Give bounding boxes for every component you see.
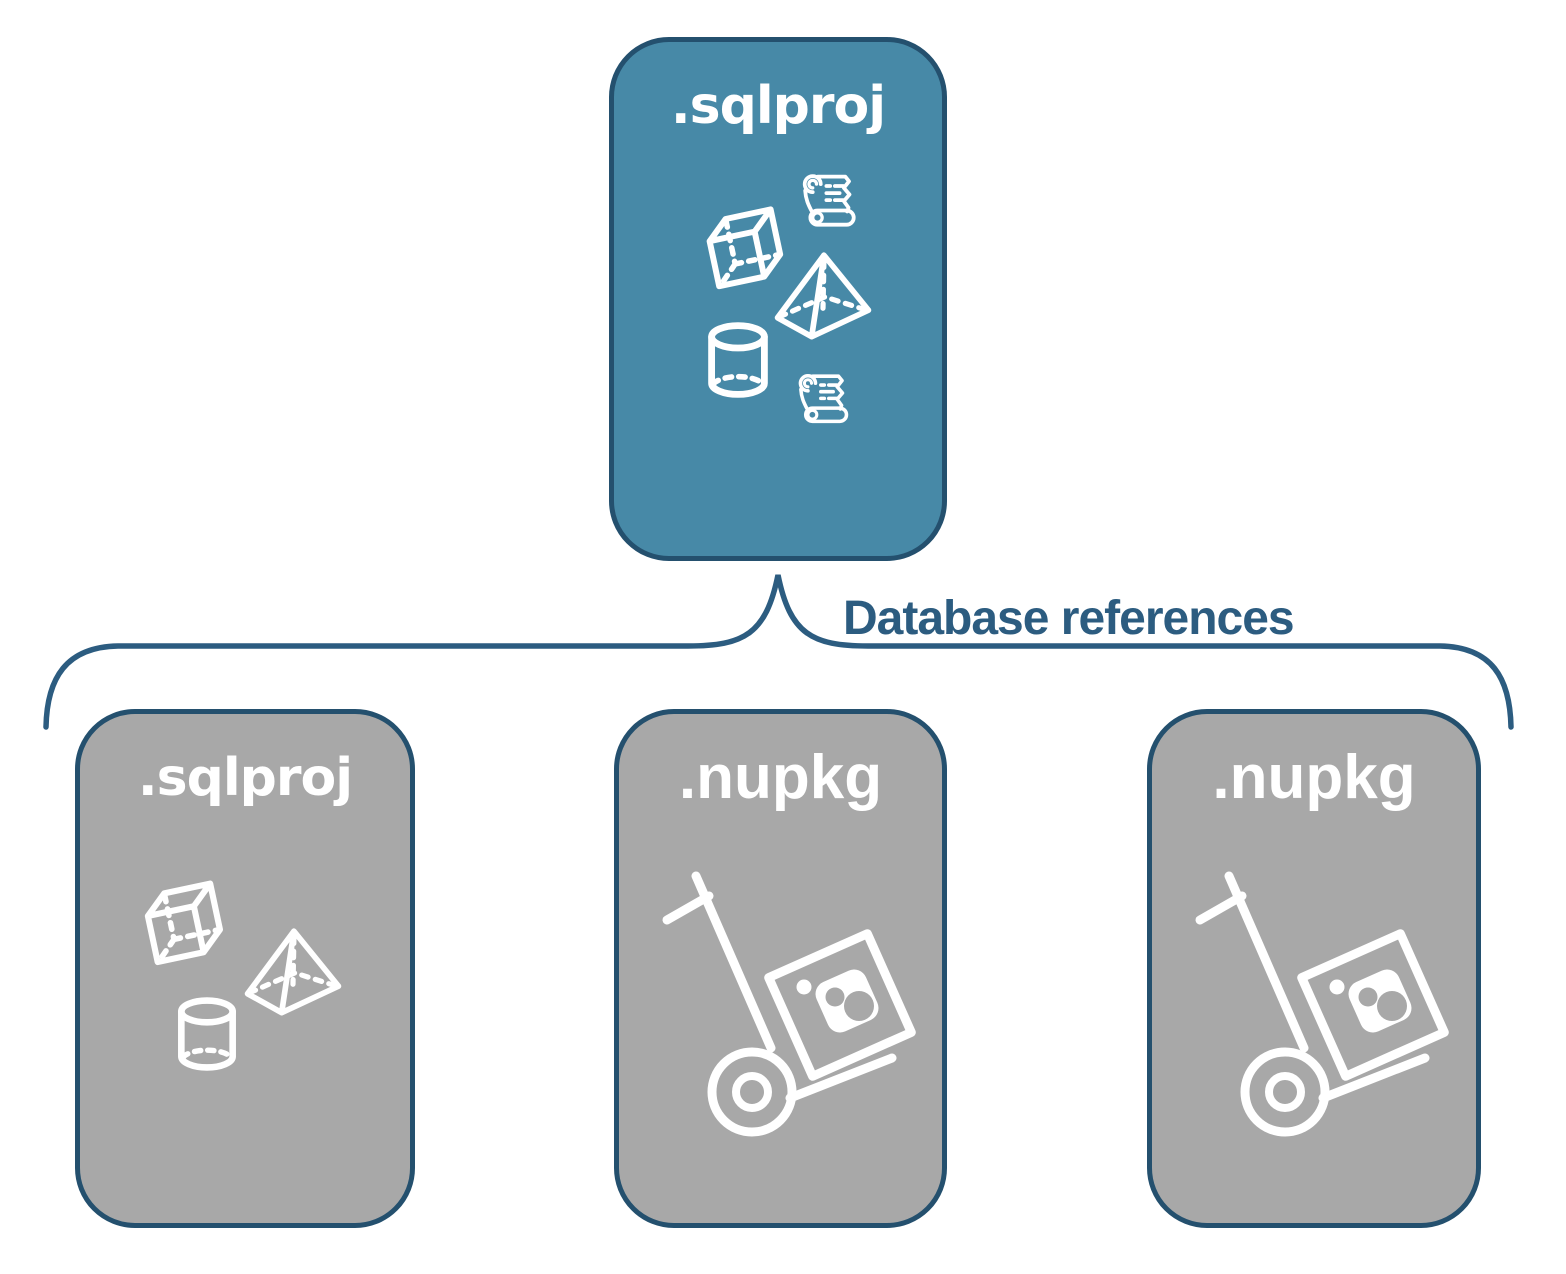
package-handtruck-icon <box>1180 860 1462 1160</box>
card-child-sqlproj: .sqlproj <box>75 709 415 1228</box>
root-card-title: .sqlproj <box>670 76 886 136</box>
pyramid-icon <box>240 922 346 1020</box>
cube-icon <box>127 867 238 978</box>
database-cylinder-icon <box>702 320 774 400</box>
pyramid-icon <box>770 246 876 344</box>
card-child-nupkg-1: .nupkg <box>614 709 947 1228</box>
package-handtruck-icon <box>647 860 929 1160</box>
database-cylinder-icon <box>172 994 242 1074</box>
script-scroll-icon <box>796 370 858 432</box>
child-card-title: .nupkg <box>1212 743 1416 812</box>
card-root-sqlproj: .sqlproj <box>609 37 947 561</box>
child-card-title: .sqlproj <box>137 748 353 808</box>
connector-label: Database references <box>843 592 1295 645</box>
script-scroll-icon <box>800 170 866 236</box>
child-card-title: .nupkg <box>678 743 883 812</box>
card-child-nupkg-2: .nupkg <box>1147 709 1481 1228</box>
